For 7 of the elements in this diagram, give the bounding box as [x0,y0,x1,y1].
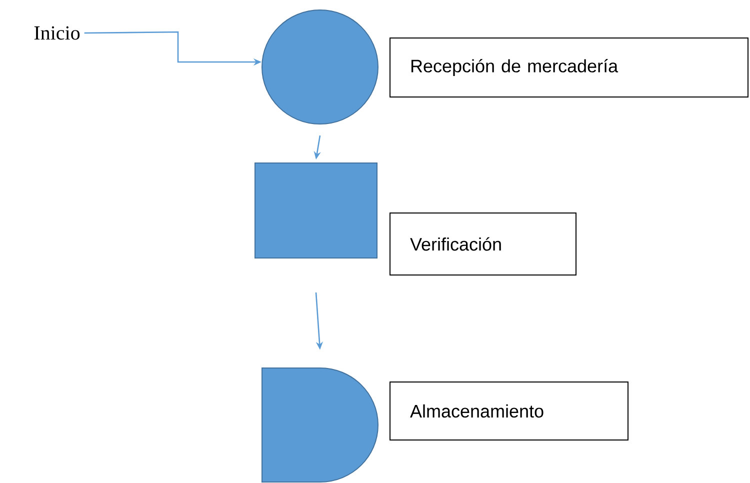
process-square [254,162,378,258]
label-box: Recepción de mercadería [390,38,748,98]
label-box: Verificación [390,212,576,276]
process-circle [262,10,378,124]
label-box: Almacenamiento [390,382,628,440]
start-label: Inicio [34,26,80,40]
delay-shape [262,368,378,482]
